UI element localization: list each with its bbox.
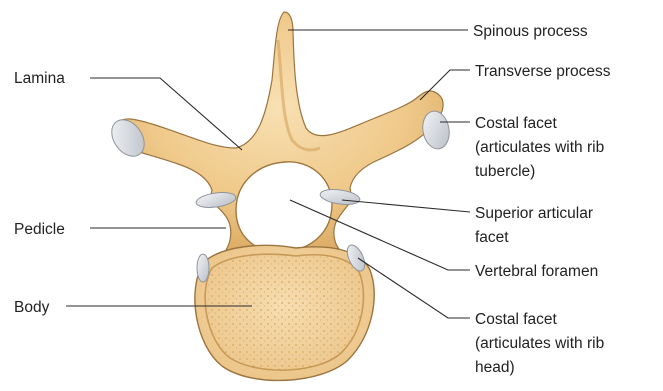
label-costal-facet-tubercle-1: Costal facet [475,115,558,132]
label-body: Body [14,299,50,316]
label-costal-facet-head-1: Costal facet [475,311,558,328]
label-costal-facet-head-2: (articulates with rib [475,335,604,352]
label-spinous-process: Spinous process [473,23,588,40]
vertebra-illustration [105,12,452,380]
left-body-costal-facet [197,254,209,282]
label-superior-articular-2: facet [475,229,509,246]
label-vertebral-foramen: Vertebral foramen [475,263,598,280]
label-superior-articular-1: Superior articular [475,205,593,222]
label-lamina: Lamina [14,70,65,87]
label-costal-facet-tubercle-3: tubercle) [475,163,535,180]
vertebral-foramen-shape [236,162,332,252]
leader-costal-head [358,258,470,318]
leader-superior-articular [342,200,470,212]
label-transverse-process: Transverse process [475,63,611,80]
label-costal-facet-head-3: head) [475,359,515,376]
label-costal-facet-tubercle-2: (articulates with rib [475,139,604,156]
vertebral-body-texture [205,254,363,370]
label-pedicle: Pedicle [14,221,65,238]
